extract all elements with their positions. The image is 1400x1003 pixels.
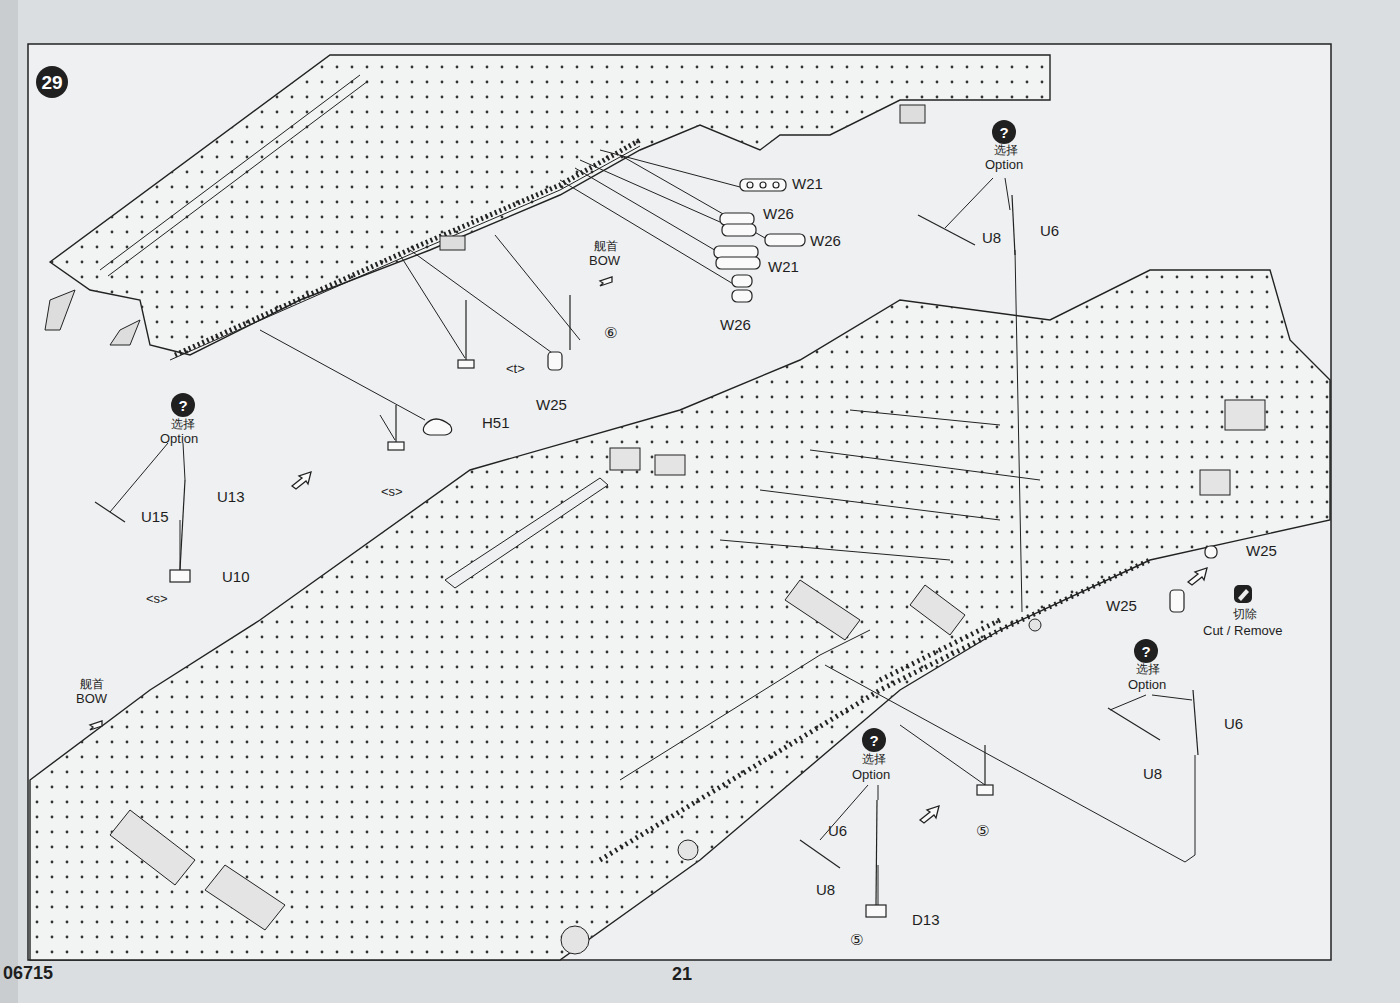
part-label: U10 [222,569,250,586]
direction-arrows [90,277,1207,823]
option-mark-text: ? [869,733,878,748]
part-label: <s> [146,592,168,606]
option-mark-text: ? [178,398,187,413]
option-mark: ? [862,728,886,752]
part-label: BOW [76,692,107,706]
part-label: W26 [763,206,794,223]
option-mark-text: ? [999,125,1008,140]
part-label: U6 [1040,223,1059,240]
part-label: 切除 [1233,608,1257,621]
part-label: U15 [141,509,169,526]
part-label: 选择 [171,418,195,431]
part-label: BOW [589,254,620,268]
part-label: Cut / Remove [1203,624,1282,638]
small-parts [95,179,1217,917]
part-label: U6 [1224,716,1243,733]
part-label: 舰首 [594,240,618,253]
part-label: W25 [1246,543,1277,560]
part-label: W21 [792,176,823,193]
part-label: 21 [672,965,692,985]
option-mark: ? [1134,639,1158,663]
part-label: U8 [982,230,1001,247]
part-label: Option [1128,678,1166,692]
part-label: U8 [1143,766,1162,783]
part-label: W25 [1106,598,1137,615]
part-label: Option [852,768,890,782]
option-mark-text: ? [1141,644,1150,659]
part-label: U8 [816,882,835,899]
part-label: 06715 [3,964,53,984]
option-mark: ? [171,393,195,417]
part-label: W25 [536,397,567,414]
part-label: 选择 [994,144,1018,157]
part-label: H51 [482,415,510,432]
lower-deck [30,270,1330,960]
cut-remove-icon [1234,585,1252,603]
part-label: Option [160,432,198,446]
part-label: 选择 [1136,663,1160,676]
part-label: W26 [810,233,841,250]
part-label: U13 [217,489,245,506]
page-frame [28,44,1331,960]
part-label: <t> [506,362,525,376]
part-label: Option [985,158,1023,172]
step-number: 29 [36,66,68,98]
option-mark: ? [992,120,1016,144]
part-label: 舰首 [80,678,104,691]
part-label: ⑤ [976,823,989,840]
step-number-text: 29 [41,73,62,92]
part-label: W21 [768,259,799,276]
part-label: W26 [720,317,751,334]
part-label: ⑤ [850,932,863,949]
part-label: U6 [828,823,847,840]
part-label: ⑥ [604,325,617,342]
part-label: D13 [912,912,940,929]
leader-lines [110,150,1195,905]
part-label: 选择 [862,753,886,766]
binding-shadow [0,0,18,1003]
part-label: <s> [381,485,403,499]
